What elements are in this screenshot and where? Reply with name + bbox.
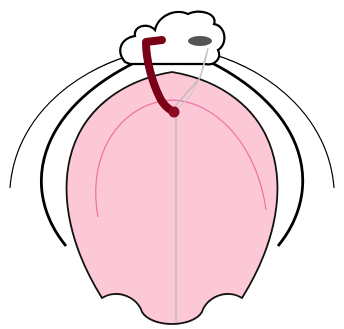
- tube-end: [169, 107, 180, 118]
- oval: [188, 36, 212, 46]
